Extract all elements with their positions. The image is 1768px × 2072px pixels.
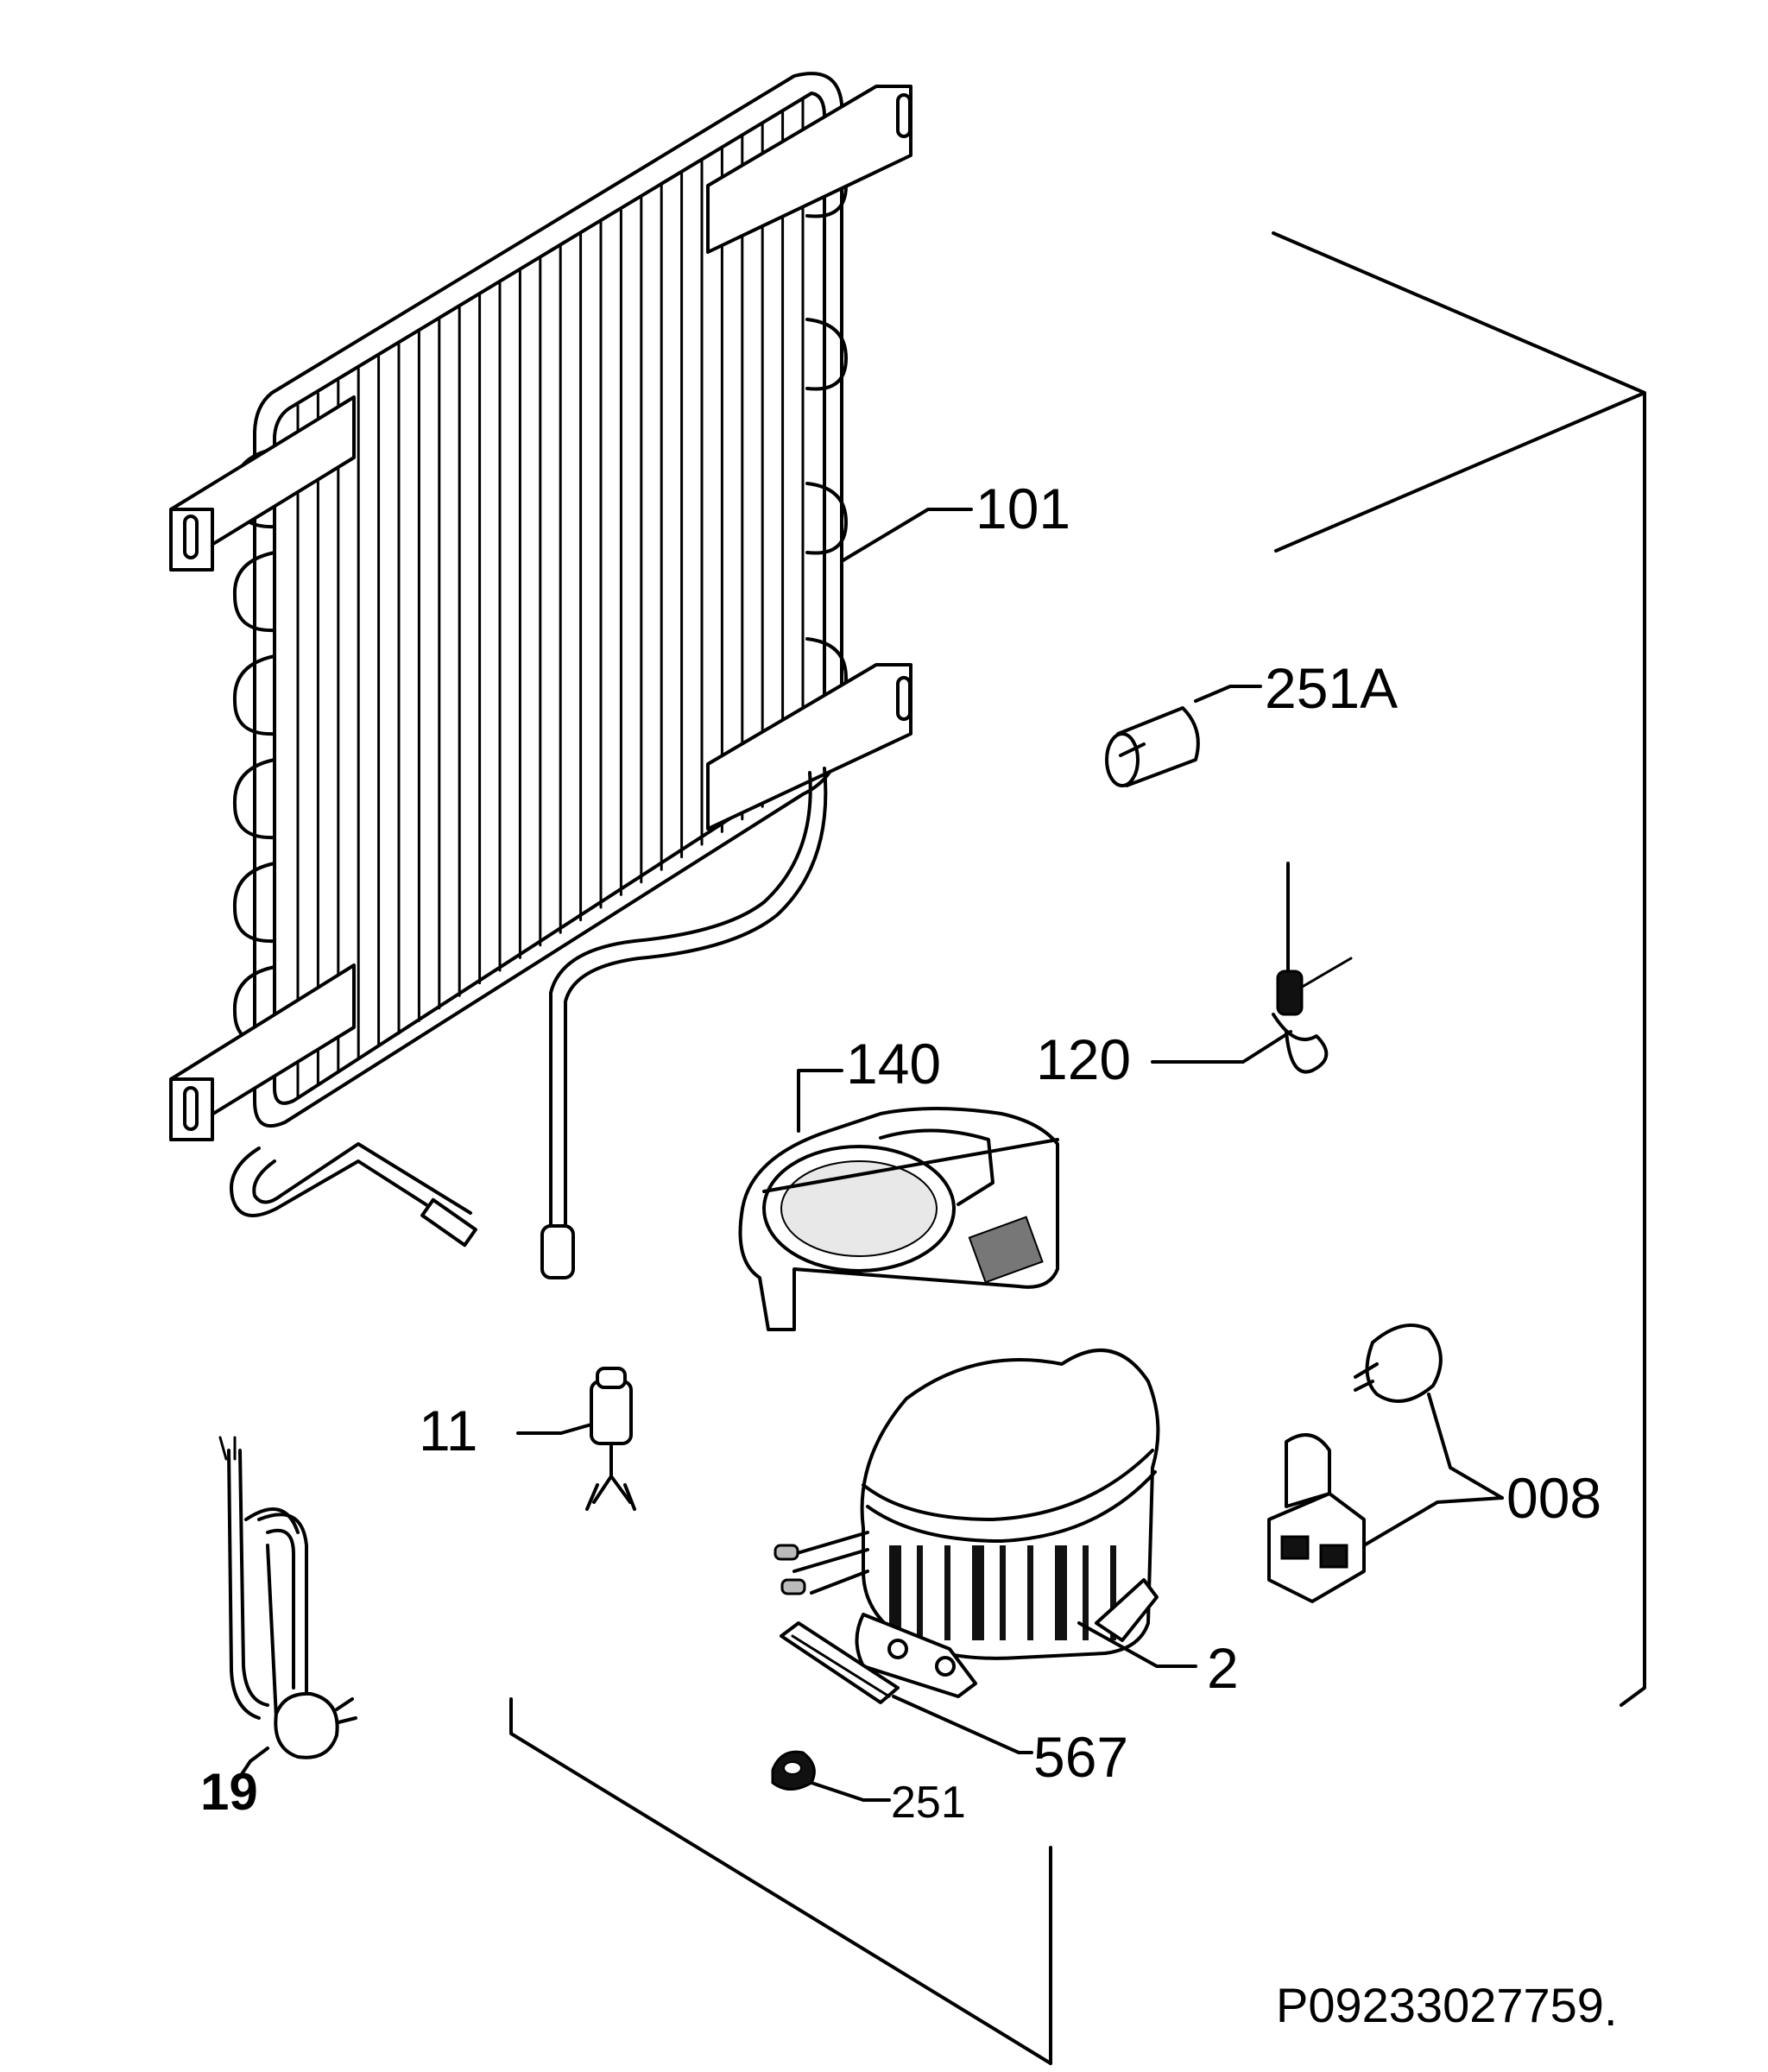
label-101: 101 (976, 477, 1070, 540)
label-19: 19 (200, 1763, 258, 1821)
compressor-stripe (889, 1545, 901, 1640)
leader-lines (240, 508, 1504, 1802)
condenser (169, 72, 912, 1279)
filter-drier (585, 1367, 636, 1511)
grommet (771, 1750, 816, 1791)
compressor-stripe (1027, 1545, 1033, 1640)
label-251: 251 (891, 1778, 966, 1828)
drip-tray (738, 1107, 1059, 1331)
compressor-stripe (1000, 1545, 1006, 1640)
power-cord (218, 1436, 357, 1759)
label-008: 008 (1506, 1466, 1601, 1530)
cabinet-outline (509, 231, 1646, 2065)
label-11: 11 (419, 1399, 478, 1462)
compressor-stripe (1083, 1545, 1089, 1640)
compressor-stripe (1110, 1545, 1116, 1640)
label-120: 120 (1036, 1027, 1131, 1091)
capillary-sensor (1272, 862, 1353, 1074)
label-2: 2 (1207, 1636, 1239, 1700)
drawing-code-suffix: . (1604, 1981, 1618, 2036)
label-251a: 251A (1265, 656, 1398, 720)
label-140: 140 (846, 1032, 941, 1096)
relay-overload (1267, 1323, 1443, 1603)
compressor-stripe (1055, 1545, 1067, 1640)
tube-holder (1105, 706, 1200, 787)
drawing-code: P09233027759 (1276, 1978, 1604, 2032)
compressor-stripe (944, 1545, 950, 1640)
compressor (774, 1349, 1160, 1698)
mounting-bracket (780, 1621, 900, 1704)
label-567: 567 (1033, 1725, 1128, 1789)
compressor-stripe (917, 1545, 923, 1640)
compressor-stripe (972, 1545, 984, 1640)
